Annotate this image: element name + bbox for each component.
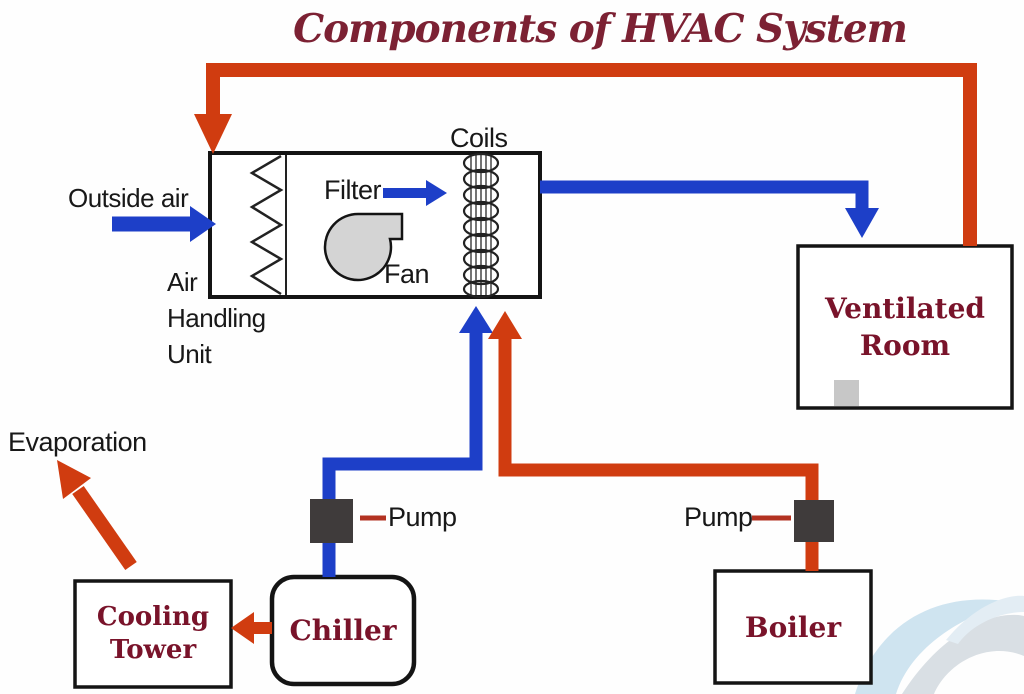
ventilated-room-box [796,244,1014,410]
chiller-label: Chiller [289,614,397,647]
page-title: Components of HVAC System [293,6,908,52]
return-air-arrowhead-icon [194,114,232,154]
outside-air-arrowhead-icon [190,206,216,242]
ahu-label: Air Handling Unit [167,264,266,372]
boiler-box [713,569,873,685]
filter-zigzag-icon [249,154,284,296]
filter-flow-arrowhead-icon [426,180,447,206]
pump-right-label: Pump [684,502,753,532]
coils-icon [462,152,500,299]
outside-air-label: Outside air [68,183,189,213]
filter-flow-arrow [383,180,447,206]
evaporation-arrow [57,460,137,571]
pump-right-icon [794,500,834,542]
ventilated-room-label: Ventilated Room [798,246,1012,408]
return-air-pipe [194,63,977,246]
filter-label: Filter [324,175,382,205]
fan-icon [323,212,404,282]
ahu-label-line3: Unit [167,339,212,369]
hot-water-arrowhead-icon [488,311,522,339]
chilled-water-arrowhead-icon [459,306,493,333]
fan-label: Fan [384,259,430,289]
ventilated-room-line1: Ventilated [824,292,985,325]
cooling-tower-label: Cooling Tower [75,581,231,687]
cooling-tower-line1: Cooling [96,602,210,632]
supply-air-arrowhead-icon [845,208,879,238]
pump-left-icon [310,499,353,543]
condenser-water-arrow [231,612,272,644]
supply-air-pipe [540,180,879,238]
boiler-label: Boiler [744,610,842,644]
hot-water-pipe [488,311,819,571]
condenser-arrowhead-icon [231,612,254,644]
pump-left-label: Pump [388,502,457,532]
ventilated-room-line2: Room [859,329,951,362]
watermark-logo-icon [855,595,1024,694]
evaporation-arrowhead-icon [57,460,91,499]
cooling-tower-box [73,579,233,689]
chilled-water-pipe [322,306,493,577]
ahu-label-line2: Handling [167,303,266,333]
room-grille-icon [834,380,859,406]
outside-air-arrow [112,206,216,242]
coils-label: Coils [450,123,508,153]
evaporation-label: Evaporation [8,427,147,457]
cooling-tower-line2: Tower [109,635,197,665]
ahu-label-line1: Air [167,267,198,297]
